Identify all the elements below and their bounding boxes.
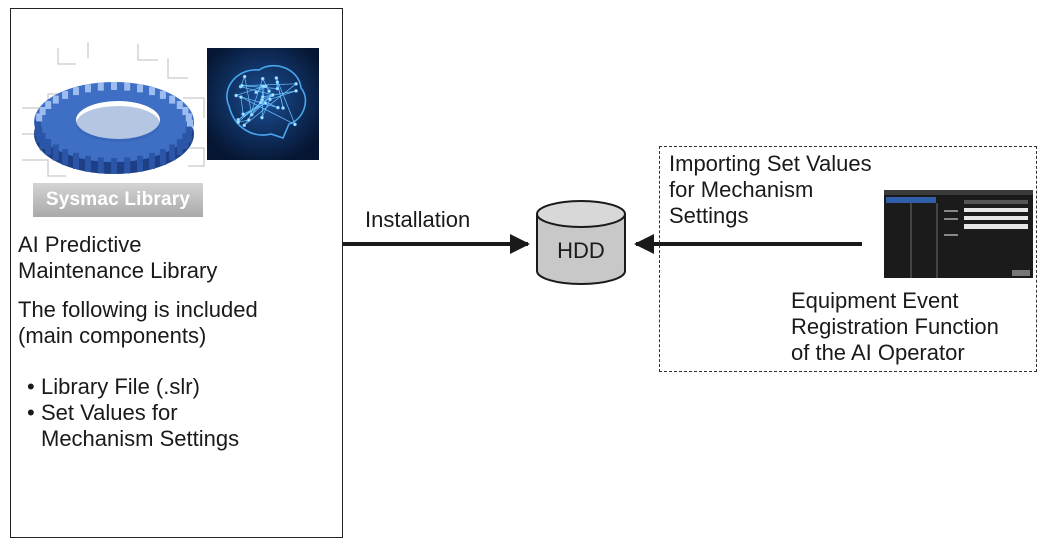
hdd-label: HDD xyxy=(557,238,605,263)
operator-label-line: Registration Function xyxy=(791,314,1043,340)
operator-function-label: Equipment Event Registration Function of… xyxy=(791,288,1043,366)
installation-label: Installation xyxy=(365,207,470,233)
operator-label-line: of the AI Operator xyxy=(791,340,1043,366)
operator-label-line: Equipment Event xyxy=(791,288,1043,314)
ai-operator-screen-thumbnail xyxy=(884,190,1033,278)
import-label-line: Importing Set Values xyxy=(669,151,949,177)
